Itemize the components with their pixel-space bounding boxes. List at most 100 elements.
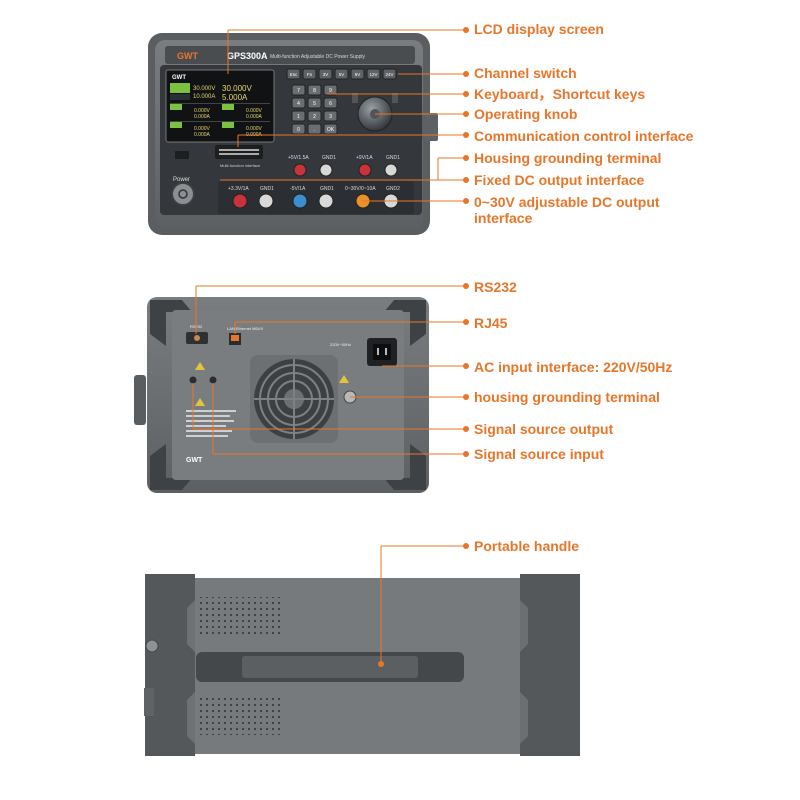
callout-channel: Channel switch [474, 65, 577, 81]
shortcut-key[interactable]: 12V [366, 68, 381, 80]
fixed-dc-top: +5V/1.5A GND1 +9V/1A GND1 [288, 155, 400, 177]
keypad-key-label: 7 [297, 88, 300, 94]
keypad-key[interactable]: 2 [307, 110, 322, 122]
callout-sig-out: Signal source output [474, 421, 614, 437]
callout-housing-gnd: Housing grounding terminal [474, 150, 662, 166]
keypad-key-label: 9 [329, 88, 332, 94]
front-callout-lines [220, 29, 466, 202]
terminal-gnd1-c[interactable] [258, 193, 274, 209]
keypad-key[interactable]: OK [323, 123, 338, 135]
keypad-key[interactable]: . [307, 123, 322, 135]
housing-ground-block [422, 113, 438, 141]
shortcut-key[interactable]: 9V [350, 68, 365, 80]
signal-output-jack[interactable] [189, 376, 197, 384]
keypad-key-label: 2 [313, 114, 316, 120]
shortcut-key[interactable]: Esc [286, 68, 301, 80]
side-view [144, 574, 580, 756]
shortcut-key[interactable]: 3V [318, 68, 333, 80]
lcd-brand: GWT [172, 75, 186, 81]
terminal-gnd1-d[interactable] [318, 193, 334, 209]
shortcut-key-label: Esc [290, 72, 298, 77]
front-subtitle: Multi-function Adjustable DC Power Suppl… [270, 54, 366, 60]
callout-keyboard: Keyboard，Shortcut keys [474, 86, 646, 102]
lcd-r3-rv: 0.000V [246, 126, 263, 132]
signal-input-jack[interactable] [209, 376, 217, 384]
keypad-key-label: 5 [313, 101, 316, 107]
shortcut-key-label: 12V [369, 72, 377, 77]
lcd-ch1-current: 10.000A [193, 94, 215, 100]
shortcut-key[interactable]: 24V [382, 68, 397, 80]
back-panel: RS232 LAN Ethernet MDI/X GWT [134, 297, 429, 493]
lcd-r2-ra: 0.000A [246, 114, 263, 120]
side-vent-top [200, 597, 282, 637]
lcd-ch1-set-current: 5.000A [222, 93, 248, 102]
keypad-key[interactable]: 9 [323, 84, 338, 96]
comm-label: Multi-function interface [220, 163, 261, 168]
front-model: GPS300A [227, 51, 268, 61]
shortcut-keys: Esc Fn 3V 5V 9V 12V 24V [286, 68, 397, 80]
shortcut-key-label: 3V [323, 72, 329, 77]
fixed-top-label-4: GND1 [386, 155, 400, 161]
callout-housing-gnd2: housing grounding terminal [474, 389, 660, 405]
callout-adjustable: 0~30V adjustable DC output interface [474, 194, 660, 226]
callout-comm: Communication control interface [474, 128, 694, 144]
side-vent-bottom [200, 695, 282, 735]
front-panel: GWT GPS300A Multi-function Adjustable DC… [148, 33, 438, 235]
terminal-9v[interactable] [358, 163, 372, 177]
keypad-key-label: . [314, 127, 315, 133]
lcd-r2-la: 0.000A [194, 114, 211, 120]
keypad-key[interactable]: 5 [307, 97, 322, 109]
keypad-key-label: 8 [313, 88, 316, 94]
keypad-key-label: 6 [329, 101, 332, 107]
callout-lcd: LCD display screen [474, 21, 604, 37]
keypad-key[interactable]: 0 [291, 123, 306, 135]
callout-knob: Operating knob [474, 106, 578, 122]
front-callout-dots [463, 27, 469, 204]
side-callout-lines [380, 545, 466, 664]
communication-port[interactable] [215, 145, 263, 159]
fixed-bottom-label-3: -5V/1A [290, 186, 306, 192]
shortcut-key-label: 24V [385, 72, 393, 77]
terminal-gnd1-b[interactable] [384, 163, 398, 177]
fixed-top-label-1: +5V/1.5A [288, 155, 309, 161]
keypad-key[interactable]: 1 [291, 110, 306, 122]
rs232-text: RS232 [190, 324, 203, 329]
terminal-gnd1-a[interactable] [319, 163, 333, 177]
fixed-bottom-label-4: GND1 [320, 186, 334, 192]
usb-port[interactable] [175, 151, 189, 159]
lcd-r2-rv: 0.000V [246, 108, 263, 114]
callout-handle: Portable handle [474, 538, 580, 554]
lcd-display: GWT 30.000V 10.000A 30.000V 5.000A 0.000… [165, 69, 275, 143]
lcd-r3-lv: 0.000V [194, 126, 211, 132]
callout-rj45: RJ45 [474, 315, 508, 331]
lcd-r3-la: 0.000A [194, 132, 211, 138]
power-button[interactable] [171, 182, 195, 206]
keypad-key[interactable]: 8 [307, 84, 322, 96]
ac-spec-text: 220V~50Hz [330, 342, 351, 347]
fixed-top-label-2: GND1 [322, 155, 336, 161]
power-label: Power [173, 177, 190, 183]
lcd-ch1-voltage: 30.000V [193, 86, 215, 92]
shortcut-key-label: 9V [355, 72, 361, 77]
terminal-3v3[interactable] [232, 193, 248, 209]
rj45-text: LAN Ethernet MDI/X [227, 326, 264, 331]
back-callout-lines [192, 285, 466, 455]
terminal-neg5v[interactable] [292, 193, 308, 209]
keypad-key[interactable]: 6 [323, 97, 338, 109]
keypad: 7 8 9 4 5 6 1 2 3 0. OK [291, 84, 338, 135]
shortcut-key-label: 5V [339, 72, 345, 77]
keypad-key[interactable]: 3 [323, 110, 338, 122]
fixed-top-label-3: +9V/1A [356, 155, 373, 161]
shortcut-key[interactable]: Fn [302, 68, 317, 80]
callout-rs232: RS232 [474, 279, 517, 295]
fixed-bottom-label-1: +3.3V/1A [228, 186, 249, 192]
keypad-key[interactable]: 7 [291, 84, 306, 96]
cooling-fan [250, 355, 338, 443]
callout-ac: AC input interface: 220V/50Hz [474, 359, 673, 375]
shortcut-key-label: Fn [307, 72, 313, 77]
shortcut-key[interactable]: 5V [334, 68, 349, 80]
keypad-key[interactable]: 4 [291, 97, 306, 109]
keypad-key-label: 0 [297, 127, 300, 133]
terminal-5v[interactable] [293, 163, 307, 177]
